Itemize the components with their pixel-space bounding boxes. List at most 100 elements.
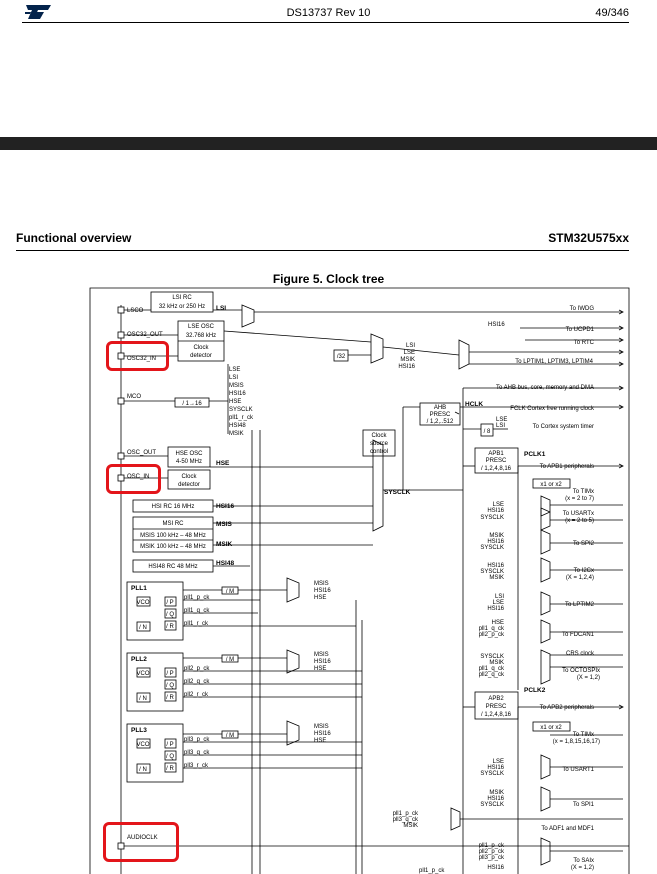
csc-1: Clock bbox=[371, 433, 387, 439]
msik-range: MSIK 100 kHz – 48 MHz bbox=[140, 544, 206, 550]
octospi-in-0: SYSCLK bbox=[480, 654, 504, 660]
out-usart-apb1-2: (x = 2 to 5) bbox=[565, 518, 594, 524]
pll3-q: / Q bbox=[166, 754, 174, 760]
pll2-q: / Q bbox=[166, 683, 174, 689]
lsi-rc-label: LSI RC bbox=[172, 295, 192, 301]
pll3-divm: / M bbox=[226, 733, 234, 739]
pll2-src-hsi16: HSI16 bbox=[314, 659, 331, 665]
mco-div-label: / 1→16 bbox=[182, 401, 202, 407]
st-logo bbox=[25, 5, 51, 19]
usart1-in-0: LSE bbox=[493, 759, 504, 765]
div32-label: /32 bbox=[337, 354, 346, 360]
signal-msik: MSIK bbox=[216, 541, 233, 548]
hse-detector-2: detector bbox=[178, 482, 200, 488]
hse-detector-1: Clock bbox=[181, 474, 197, 480]
fdcan-in-0: HSE bbox=[492, 620, 504, 626]
pll2-r: / R bbox=[166, 695, 174, 701]
pll1-src-msis: MSIS bbox=[314, 581, 329, 587]
lse-detector-1: Clock bbox=[193, 345, 209, 351]
out-sai-2: (X = 1,2) bbox=[571, 865, 594, 871]
header-rule bbox=[22, 22, 629, 23]
lsi-rc-freq: 32 kHz or 250 Hz bbox=[159, 304, 205, 310]
fdcan-in-2: pll2_p_ck bbox=[479, 632, 505, 638]
out-i2c-1: To I2Cx bbox=[574, 568, 594, 574]
pll3-name: PLL3 bbox=[131, 727, 147, 734]
out-octospi-1: To OCTOSPIx bbox=[562, 668, 600, 674]
pin-lsco: LSCO bbox=[127, 308, 144, 314]
highlight-osc32-in bbox=[106, 341, 169, 371]
lse-osc-label: LSE OSC bbox=[188, 324, 215, 330]
mco-src-lsi: LSI bbox=[229, 375, 238, 381]
pll1-r: / R bbox=[166, 624, 174, 630]
sai-in-1: pll2_p_ck bbox=[479, 849, 505, 855]
sai-in-3: HSI16 bbox=[487, 865, 504, 871]
out-tim-apb1-1: To TIMx bbox=[573, 489, 594, 495]
figure-title: Figure 5. Clock tree bbox=[272, 272, 385, 286]
out-i2c-2: (X = 1,2,4) bbox=[566, 575, 594, 581]
pll3-src-hsi16: HSI16 bbox=[314, 731, 331, 737]
dark-band bbox=[0, 137, 657, 150]
highlight-audioclk bbox=[103, 822, 179, 862]
pll1-q: / Q bbox=[166, 612, 174, 618]
octospi-in-1: MSIK bbox=[489, 660, 504, 666]
pll1-src-hse: HSE bbox=[314, 595, 326, 601]
signal-pclk2: PCLK2 bbox=[524, 687, 546, 694]
mco-src-hse: HSE bbox=[229, 399, 241, 405]
page-number: 49/346 bbox=[595, 7, 629, 19]
part-number: STM32U575xx bbox=[548, 231, 629, 245]
pll2-vco: VCO bbox=[136, 671, 149, 677]
mco-src-pll1r: pll1_r_ck bbox=[229, 415, 254, 421]
signal-hse: HSE bbox=[216, 460, 230, 467]
x1x2-apb2: x1 or x2 bbox=[540, 725, 562, 731]
pll3-src-hse: HSE bbox=[314, 738, 326, 744]
i2c-in-1: SYSCLK bbox=[480, 569, 504, 575]
octospi-in-2: pll1_q_ck bbox=[479, 666, 505, 672]
apb1-label-2: PRESC bbox=[486, 458, 507, 464]
pin-osc32-out: OSC32_OUT bbox=[127, 332, 163, 338]
ahb-label-1: AHB bbox=[434, 405, 446, 411]
pll3-out-p: pll3_p_ck bbox=[184, 737, 210, 743]
pin-osc32-in: OSC32_IN bbox=[127, 356, 156, 362]
cortex-src-lse: LSE bbox=[496, 417, 507, 423]
csc-2: source bbox=[370, 441, 389, 447]
hse-osc-label: HSE OSC bbox=[175, 451, 203, 457]
cortex-src-lsi: LSI bbox=[496, 423, 505, 429]
lse-detector-2: detector bbox=[190, 353, 212, 359]
pll1-out-q: pll1_q_ck bbox=[184, 608, 210, 614]
pll3-n: / N bbox=[139, 767, 147, 773]
mco-src-hsi48: HSI48 bbox=[229, 423, 246, 429]
hsi48-rc-label: HSI48 RC 48 MHz bbox=[148, 564, 197, 570]
ahb-label-3: / 1,2,..512 bbox=[427, 419, 454, 425]
out-lptim2: To LPTIM2 bbox=[565, 602, 595, 608]
pll1-src-hsi16: HSI16 bbox=[314, 588, 331, 594]
msi-rc-label: MSI RC bbox=[163, 521, 185, 527]
lptim1-in-2: MSIK bbox=[400, 357, 415, 363]
out-apb2: To APB2 peripherals bbox=[540, 705, 594, 711]
usart-in-2: SYSCLK bbox=[480, 515, 504, 521]
signal-pclk1: PCLK1 bbox=[524, 451, 546, 458]
pll3-p: / P bbox=[166, 742, 173, 748]
section-title: Functional overview bbox=[16, 231, 132, 245]
out-lptim1: To LPTIM1, LPTIM3, LPTIM4 bbox=[515, 359, 593, 365]
pll3-vco: VCO bbox=[136, 742, 149, 748]
bottom-pll1-p: pll1_p_ck bbox=[419, 868, 445, 874]
lptim1-in-0: LSI bbox=[406, 343, 415, 349]
pll1-out-p: pll1_p_ck bbox=[184, 595, 210, 601]
out-adf: To ADF1 and MDF1 bbox=[541, 826, 594, 832]
spi1-in-1: HSI16 bbox=[487, 796, 504, 802]
usart1-in-1: HSI16 bbox=[487, 765, 504, 771]
spi2-in-1: HSI16 bbox=[487, 539, 504, 545]
spi2-in-0: MSIK bbox=[489, 533, 504, 539]
spi1-in-0: MSIK bbox=[489, 790, 504, 796]
i2c-in-0: HSI16 bbox=[487, 563, 504, 569]
octospi-in-3: pll2_q_ck bbox=[479, 672, 505, 678]
out-tim-apb1-2: (x = 2 to 7) bbox=[565, 496, 594, 502]
out-fclk: FCLK Cortex free running clock bbox=[510, 406, 595, 412]
out-apb1: To APB1 peripherals bbox=[540, 464, 594, 470]
mco-src-lse: LSE bbox=[229, 367, 240, 373]
out-sai-1: To SAIx bbox=[573, 858, 594, 864]
section-rule bbox=[16, 250, 629, 251]
pin-osc-in: OSC_IN bbox=[127, 474, 149, 480]
pll1-p: / P bbox=[166, 600, 173, 606]
